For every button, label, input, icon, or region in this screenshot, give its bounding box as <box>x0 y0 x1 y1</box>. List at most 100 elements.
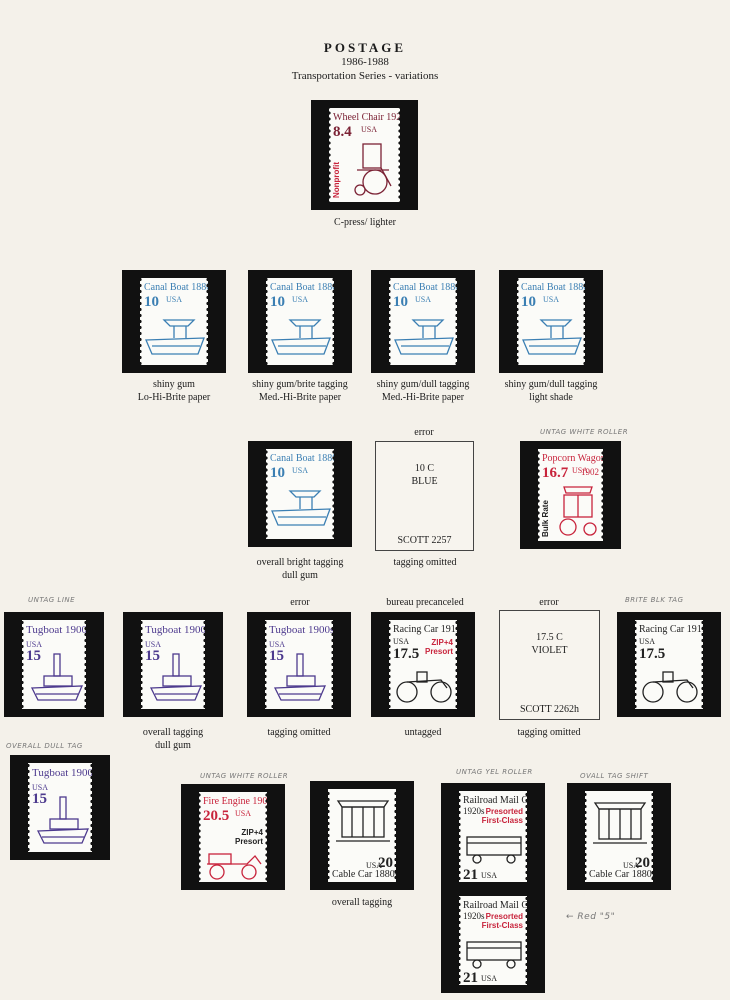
stamp-denomination: 15 <box>145 648 160 664</box>
stamp-precancel: Bulk Rate <box>541 500 550 537</box>
caption-line: Med.-Hi-Brite paper <box>381 392 465 403</box>
note-rail-1: UNTAG YEL ROLLER <box>456 768 533 776</box>
stamp-usa: USA <box>415 295 432 304</box>
stamp-usa: USA <box>366 861 383 870</box>
stamp-mount-tug-4: Tugboat 1900s USA 15 <box>10 755 110 860</box>
stamp-denomination: 17.5 <box>393 646 420 662</box>
stamp-name: Canal Boat 1880s <box>393 282 457 293</box>
stamp-name: Tugboat 1900s <box>145 624 205 636</box>
racing-car-icon <box>396 671 452 703</box>
stamp-usa: USA <box>481 974 498 983</box>
stamp-tug-2: Tugboat 1900s USA 15 <box>141 620 205 709</box>
note-racing-2: BRITE BLK TAG <box>625 596 684 604</box>
stamp-usa: USA <box>481 871 498 880</box>
stamp-usa: USA <box>26 640 43 649</box>
caption-line: shiny gum/dull tagging <box>504 379 598 390</box>
stamp-mount-tug-3: Tugboat 1900s USA 15 <box>247 612 351 717</box>
stamp-name: Tugboat 1900s <box>269 624 333 636</box>
stamp-canal-4: Canal Boat 1880s 10 USA <box>517 278 585 365</box>
popcorn-wagon-icon <box>559 486 597 536</box>
stamp-usa: USA <box>292 466 309 475</box>
stamp-usa: USA <box>543 295 560 304</box>
caption-wheelchair: C-press/ lighter <box>334 217 396 228</box>
stamp-denomination: 20 <box>635 855 650 871</box>
stamp-usa: USA <box>572 466 589 475</box>
stamp-canal-5: Canal Boat 1880s 10 USA <box>266 449 334 539</box>
stamp-name: Wheel Chair 1920s <box>333 112 400 123</box>
stamp-denomination: 15 <box>32 791 47 807</box>
stamp-name: Racing Car 1911 <box>393 624 457 635</box>
tugboat-icon <box>149 653 203 701</box>
precancel-line: ZIP+4 <box>431 638 453 647</box>
stamp-mount-tug-1: Tugboat 1900s USA 15 <box>4 612 104 717</box>
stamp-denomination: 17.5 <box>639 646 666 662</box>
stamp-usa: USA <box>639 637 656 646</box>
caption-line: Lo-Hi-Brite paper <box>137 392 211 403</box>
stamp-mount-cable-1: USA 20 Cable Car 1880s <box>310 781 414 890</box>
precancel-line: First-Class <box>481 816 523 825</box>
canal-boat-icon <box>271 319 331 355</box>
note-tug-4: OVERALL DULL TAG <box>6 742 83 750</box>
stamp-usa: USA <box>623 861 640 870</box>
stamp-name: Railroad Mail Car <box>463 900 527 911</box>
stamp-denomination: 21 <box>463 867 478 882</box>
page-title: POSTAGE <box>323 40 407 55</box>
stamp-usa: USA <box>361 125 378 134</box>
note-fire: UNTAG WHITE ROLLER <box>200 772 289 780</box>
note-cable-2: OVALL TAG SHIFT <box>580 772 649 780</box>
cable-car-icon <box>593 802 647 844</box>
precancel-line: Presorted <box>485 807 523 816</box>
stamp-year: 1902 <box>581 467 599 477</box>
stamp-name: Racing Car 1911 <box>639 624 703 635</box>
wheelchair-icon <box>354 143 392 196</box>
note-tug-1: UNTAG LINE <box>28 596 76 604</box>
tugboat-icon <box>30 653 84 701</box>
stamp-mount-racing-2: Racing Car 1911 USA 17.5 <box>617 612 721 717</box>
box-value: 17.5 C <box>536 632 563 643</box>
page-subtitle: Transportation Series - variations <box>291 70 439 82</box>
stamp-mount-canal-1: Canal Boat 1880s 10 USA <box>122 270 226 373</box>
stamp-name: Canal Boat 1880s <box>270 282 334 293</box>
stamp-canal-2: Canal Boat 1880s 10 USA <box>266 278 334 365</box>
tugboat-icon <box>36 796 90 844</box>
precancel-line: First-Class <box>481 921 523 930</box>
box-value: 10 C <box>414 463 435 474</box>
note-popcorn: UNTAG WHITE ROLLER <box>540 428 629 436</box>
stamp-denomination: 21 <box>463 970 478 985</box>
note-rail-2: ← Red "5" <box>566 912 616 922</box>
stamp-cable-1: USA 20 Cable Car 1880s <box>328 789 396 882</box>
precancel-line: Presort <box>234 837 263 846</box>
stamp-usa: USA <box>235 809 252 818</box>
stamp-name: Railroad Mail Car <box>463 795 527 806</box>
stamp-usa: USA <box>393 637 410 646</box>
stamp-denomination: 15 <box>26 648 41 664</box>
caption-line: Med.-Hi-Brite paper <box>258 392 342 403</box>
tugboat-icon <box>273 653 327 701</box>
stamp-racing-2: Racing Car 1911 USA 17.5 <box>635 620 703 709</box>
page-years: 1986-1988 <box>341 56 389 68</box>
caption-line: overall bright tagging <box>256 557 344 568</box>
stamp-denomination: 10 <box>521 294 536 310</box>
precancel-line: Presort <box>424 647 453 656</box>
cable-car-icon <box>336 800 390 842</box>
stamp-name: Tugboat 1900s <box>26 624 86 636</box>
stamp-tug-3: Tugboat 1900s USA 15 <box>265 620 333 709</box>
stamp-usa: USA <box>32 783 49 792</box>
caption-racing-1: untagged <box>404 727 442 738</box>
caption-line: shiny gum/dull tagging <box>376 379 470 390</box>
racing-car-icon <box>642 671 698 703</box>
stamp-denomination: 10 <box>270 294 285 310</box>
caption-box-1: tagging omitted <box>393 557 457 568</box>
stamp-era: 1920s <box>463 911 485 921</box>
stamp-name: Canal Boat 1880s <box>144 282 208 293</box>
stamp-name: Fire Engine 1900s <box>203 796 267 807</box>
box-scott-number: SCOTT 2262h <box>520 704 579 715</box>
stamp-name: Popcorn Wagon <box>542 453 603 464</box>
